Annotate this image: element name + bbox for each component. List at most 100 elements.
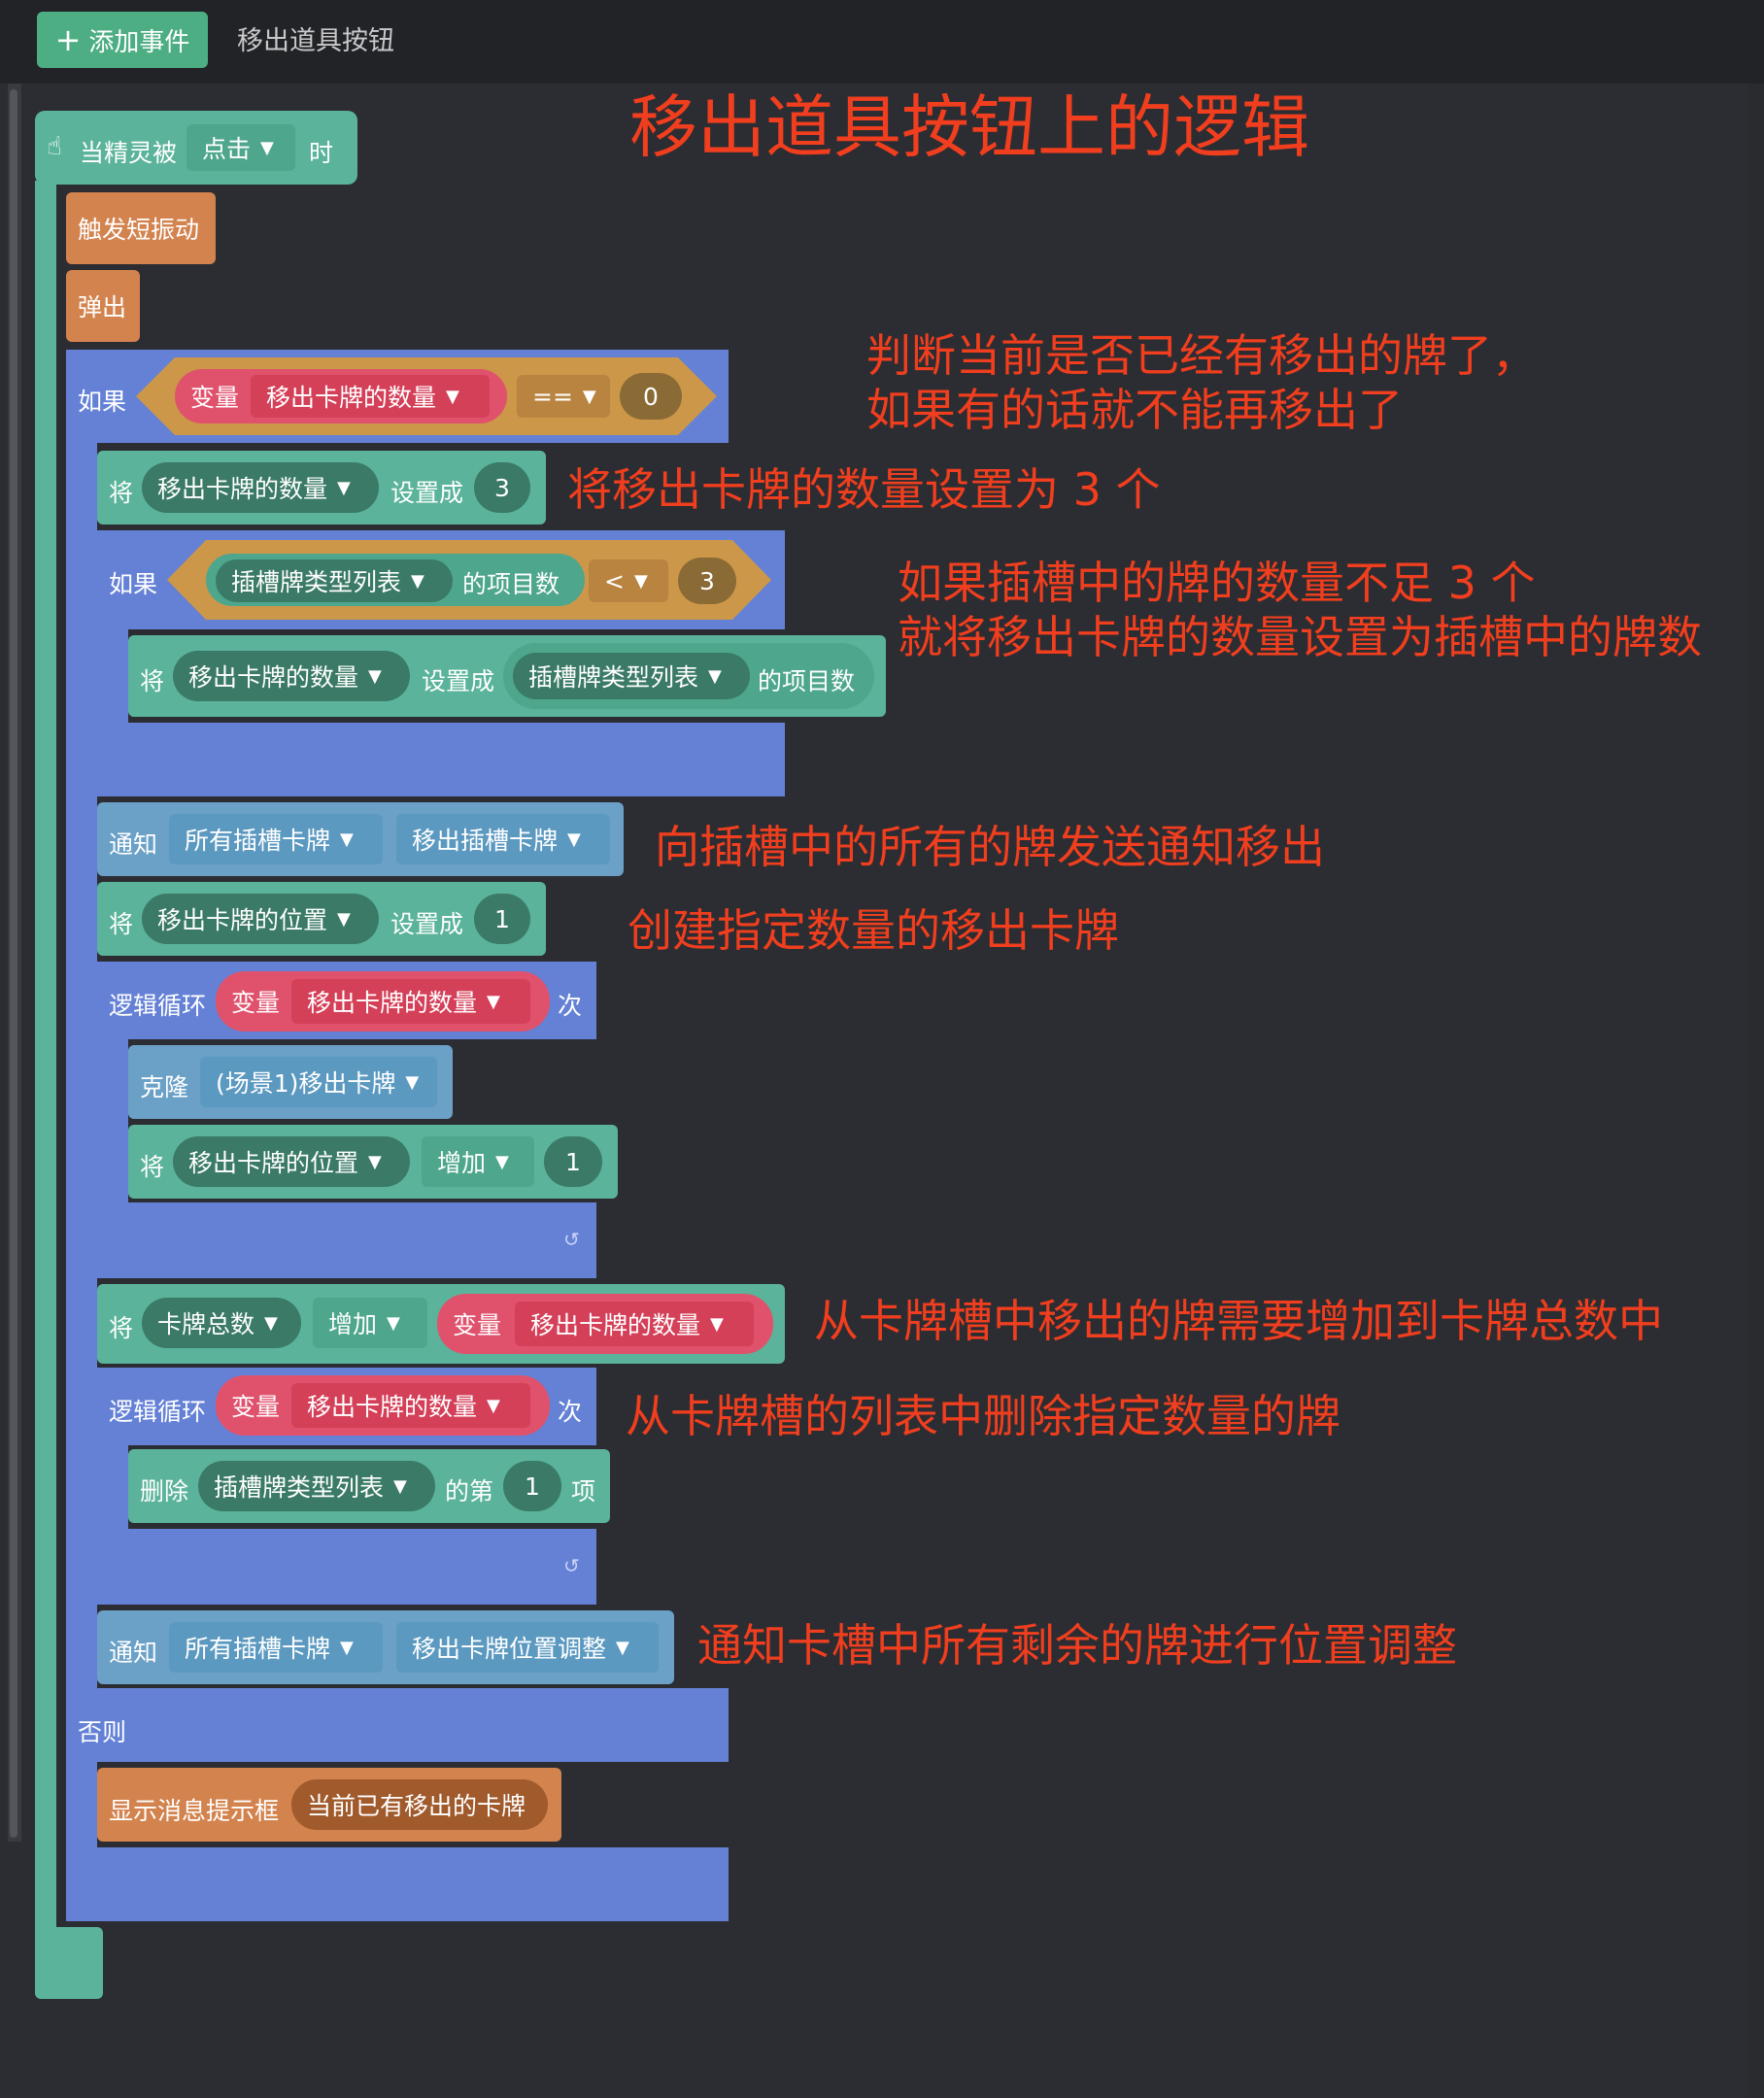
notify-kw: 通知 — [109, 830, 158, 859]
annotation-4: 向插槽中的所有的牌发送通知移出 — [655, 821, 1325, 873]
else-bar[interactable] — [66, 1688, 729, 1762]
var-name: 卡牌总数 — [157, 1310, 255, 1338]
toast-message-input[interactable]: 当前已有移出的卡牌 — [291, 1779, 548, 1830]
times-label: 次 — [558, 992, 583, 1020]
op-label: 增加 — [437, 1149, 487, 1177]
add-event-label: 添加事件 — [88, 27, 190, 57]
message-text: 当前已有移出的卡牌 — [307, 1792, 526, 1820]
chevron-down-icon: ▼ — [340, 829, 354, 850]
chevron-down-icon: ▼ — [616, 1637, 629, 1658]
chevron-down-icon: ▼ — [368, 665, 382, 687]
var-dropdown-set-pos[interactable]: 移出卡牌的位置▼ — [142, 894, 379, 944]
list-name: 插槽牌类型列表 — [214, 1473, 385, 1502]
chevron-down-icon: ▼ — [340, 1637, 354, 1658]
loop-repeat-icon: ↺ — [563, 1554, 580, 1577]
chevron-down-icon: ▼ — [393, 1475, 407, 1497]
event-dropdown[interactable]: 点击▼ — [187, 124, 295, 171]
message-label: 移出卡牌位置调整 — [412, 1635, 607, 1663]
vibrate-block[interactable]: 触发短振动 — [66, 192, 216, 264]
chevron-down-icon: ▼ — [368, 1151, 382, 1172]
chevron-down-icon: ▼ — [411, 570, 424, 592]
notify-message-dropdown-2[interactable]: 移出卡牌位置调整 ▼ — [396, 1622, 659, 1673]
set-kw: 将 — [109, 479, 134, 507]
notify-target-dropdown-2[interactable]: 所有插槽卡牌▼ — [169, 1622, 383, 1673]
chevron-down-icon: ▼ — [708, 665, 722, 687]
loop-variable-dropdown-2[interactable]: 移出卡牌的数量▼ — [291, 1383, 530, 1428]
total-variable-dropdown[interactable]: 移出卡牌的数量▼ — [515, 1302, 754, 1346]
popup-block[interactable]: 弹出 — [66, 270, 140, 342]
target-label: (场景1)移出卡牌 — [216, 1069, 396, 1098]
variable-name: 移出卡牌的数量 — [307, 1393, 478, 1421]
clone-target-dropdown[interactable]: (场景1)移出卡牌 ▼ — [200, 1057, 437, 1107]
number-input-inc-pos[interactable]: 1 — [544, 1136, 602, 1187]
number-value: 0 — [643, 382, 659, 411]
delete-kw: 删除 — [140, 1477, 189, 1506]
loop-label: 逻辑循环 — [109, 1398, 207, 1426]
variable-keyword: 变量 — [231, 989, 281, 1017]
number-input-1[interactable]: 0 — [620, 373, 682, 420]
var-name: 移出卡牌的位置 — [157, 906, 328, 934]
operator-dropdown-1[interactable]: ==▼ — [517, 375, 610, 418]
variable-dropdown-1[interactable]: 移出卡牌的数量▼ — [251, 375, 490, 418]
operator-label: == — [532, 382, 573, 411]
set-kw: 将 — [109, 1314, 134, 1342]
chevron-down-icon: ▼ — [405, 1071, 420, 1093]
var-dropdown-set-count2[interactable]: 移出卡牌的数量▼ — [173, 651, 410, 701]
number-value: 1 — [565, 1147, 581, 1176]
if2-foot — [97, 723, 785, 796]
event-hat-foot — [35, 1927, 103, 1999]
annotation-title: 移出道具按钮上的逻辑 — [629, 87, 1309, 167]
var-name: 移出卡牌的数量 — [157, 475, 328, 503]
operator-dropdown-2[interactable]: <▼ — [589, 559, 668, 602]
chevron-down-icon: ▼ — [567, 829, 581, 850]
if2-spine — [97, 626, 128, 723]
op-dropdown-inc-pos[interactable]: 增加 ▼ — [422, 1136, 534, 1187]
chevron-down-icon: ▼ — [387, 1312, 400, 1334]
annotation-2: 将移出卡牌的数量设置为 3 个 — [567, 463, 1161, 516]
times-label: 次 — [558, 1398, 583, 1426]
list-dropdown-if2[interactable]: 插槽牌类型列表▼ — [216, 559, 453, 602]
item-count-label: 的项目数 — [462, 570, 560, 598]
var-dropdown-set-count[interactable]: 移出卡牌的数量 ▼ — [142, 462, 379, 513]
number-input-if2[interactable]: 3 — [678, 558, 736, 604]
notify-target-dropdown-1[interactable]: 所有插槽卡牌 ▼ — [169, 814, 383, 864]
left-scrollbar[interactable] — [10, 89, 17, 1838]
annotation-6: 从卡牌槽中移出的牌需要增加到卡牌总数中 — [814, 1295, 1663, 1347]
var-dropdown-total[interactable]: 卡牌总数 ▼ — [142, 1298, 301, 1348]
add-event-button[interactable]: + 添加事件 — [37, 12, 208, 68]
list-dropdown-set[interactable]: 插槽牌类型列表▼ — [513, 653, 750, 699]
number-input-set-pos[interactable]: 1 — [474, 894, 530, 944]
chevron-down-icon: ▼ — [495, 1151, 509, 1172]
loop-1-foot — [97, 1202, 596, 1278]
clone-kw: 克隆 — [140, 1073, 189, 1101]
number-value: 1 — [525, 1472, 540, 1501]
item-label: 项 — [571, 1477, 596, 1506]
chevron-down-icon: ▼ — [260, 137, 274, 158]
number-input-delete[interactable]: 1 — [503, 1461, 561, 1511]
sprite-tab[interactable]: 移出道具按钮 — [237, 26, 394, 56]
loop-variable-dropdown-1[interactable]: 移出卡牌的数量▼ — [291, 979, 530, 1024]
var-name: 移出卡牌的位置 — [188, 1149, 359, 1177]
set-kw: 将 — [140, 667, 165, 695]
op-dropdown-total[interactable]: 增加▼ — [313, 1298, 427, 1348]
loop-2-foot — [97, 1529, 596, 1605]
else-label: 否则 — [78, 1718, 127, 1746]
top-bar — [0, 0, 1764, 84]
right-edge — [1748, 84, 1764, 2098]
chevron-down-icon: ▼ — [264, 1312, 278, 1334]
annotation-1-line1: 判断当前是否已经有移出的牌了， — [866, 329, 1537, 382]
message-label: 移出插槽卡牌 — [412, 827, 559, 855]
list-dropdown-delete[interactable]: 插槽牌类型列表 ▼ — [198, 1461, 435, 1511]
var-dropdown-inc-pos[interactable]: 移出卡牌的位置 ▼ — [173, 1136, 410, 1187]
pointer-hand-icon: ☝ — [47, 132, 62, 161]
item-count-label: 的项目数 — [758, 667, 856, 695]
chevron-down-icon: ▼ — [710, 1313, 724, 1335]
set-kw: 将 — [109, 910, 134, 938]
number-input-set-count[interactable]: 3 — [474, 462, 530, 513]
if2-label: 如果 — [109, 570, 158, 598]
chevron-down-icon: ▼ — [337, 477, 351, 498]
variable-name: 移出卡牌的数量 — [307, 989, 478, 1017]
chevron-down-icon: ▼ — [633, 570, 648, 592]
notify-message-dropdown-1[interactable]: 移出插槽卡牌 ▼ — [396, 814, 610, 864]
target-label: 所有插槽卡牌 — [185, 827, 331, 855]
